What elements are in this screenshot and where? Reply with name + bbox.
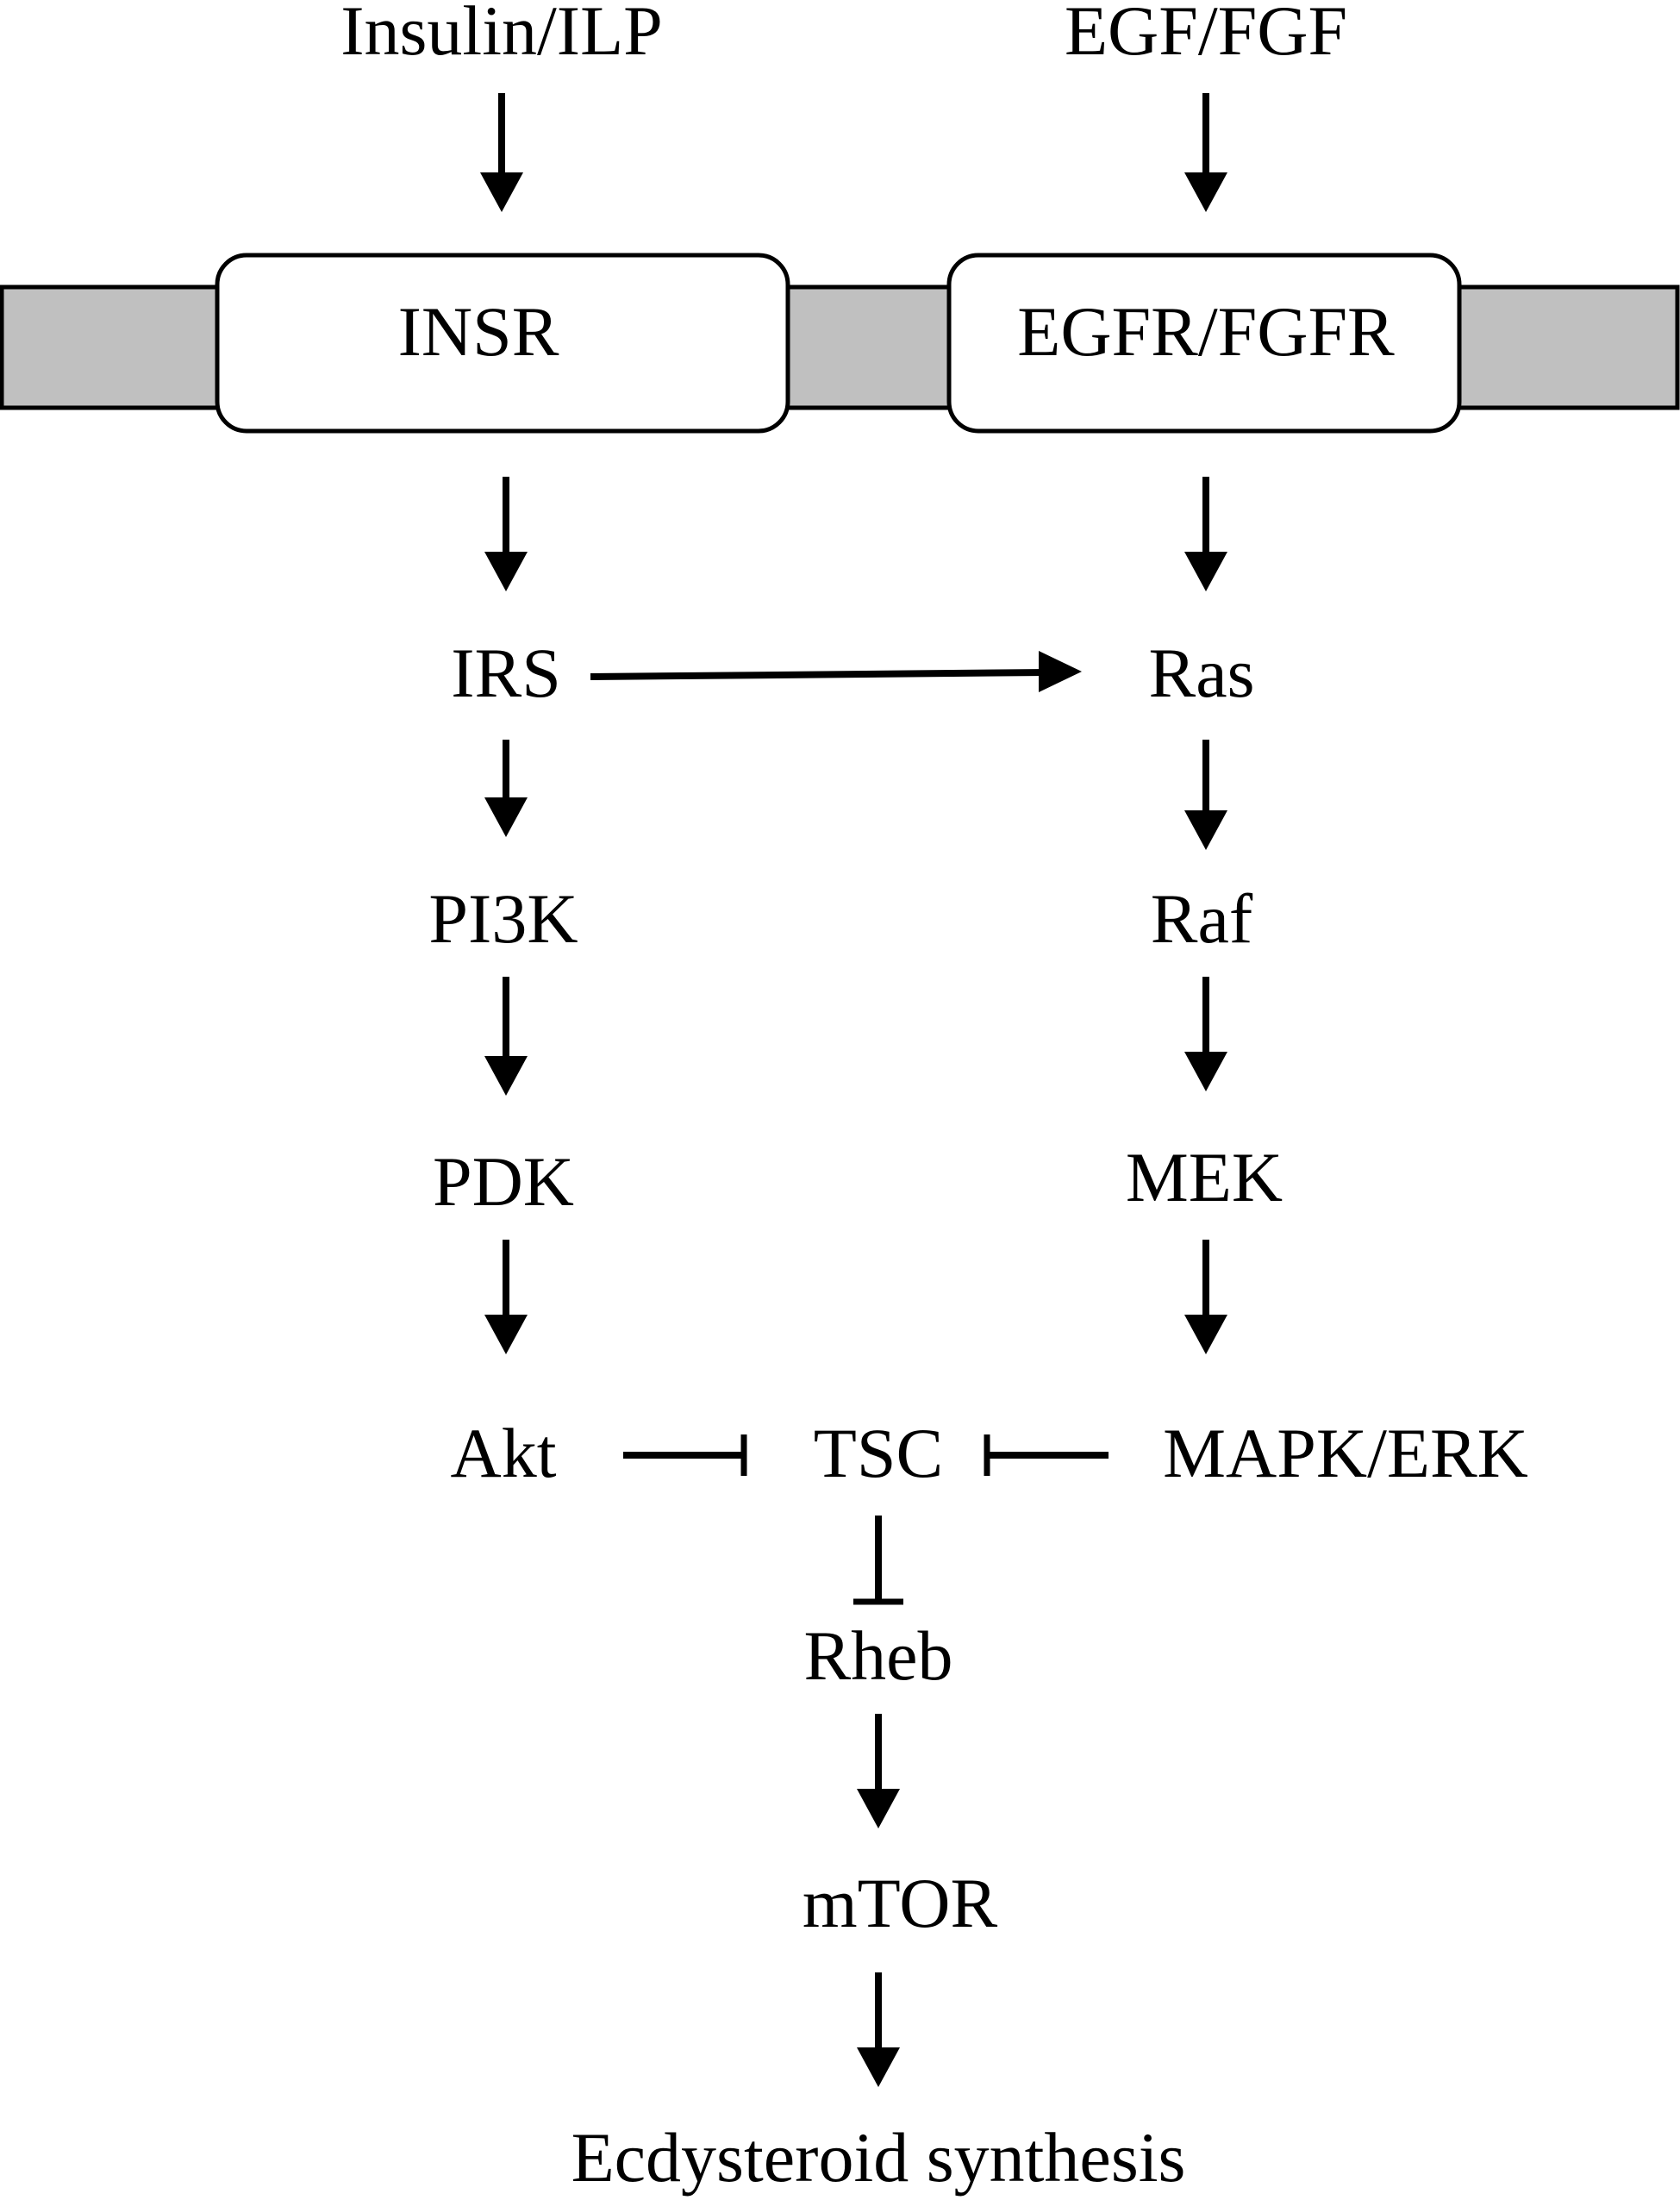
node-egfr-fgfr: EGFR/FGFR [1017,292,1395,371]
arrowhead-pdk-to-akt [484,1315,528,1354]
node-mtor: mTOR [803,1864,998,1942]
node-labels: Insulin/ILP EGF/FGF INSR EGFR/FGFR IRS R… [340,0,1528,2197]
node-insr: INSR [398,292,559,371]
node-pi3k: PI3K [428,879,578,958]
node-irs: IRS [451,634,561,712]
arrowhead-ras-to-raf [1184,810,1227,850]
arrowhead-insr-to-irs [484,552,528,591]
node-ras: Ras [1149,634,1255,712]
node-tsc: TSC [814,1414,943,1492]
node-mek: MEK [1126,1138,1283,1216]
arrowhead-mtor-to-ecdysteroid [857,2047,900,2087]
arrowhead-raf-to-mek [1184,1052,1227,1091]
node-raf: Raf [1151,879,1253,958]
egfr-fgfr-receptor-box [946,253,1462,434]
arrowhead-egfr-to-ras [1184,552,1227,591]
arrowhead-irs-to-pi3k [484,797,528,837]
arrowhead-egf-to-egfr [1184,172,1227,212]
node-mapk-erk: MAPK/ERK [1163,1414,1528,1492]
inhibition-edges [623,1434,1109,1605]
node-egf-fgf: EGF/FGF [1065,0,1347,70]
arrowhead-mek-to-mapk [1184,1315,1227,1354]
arrowhead-pi3k-to-pdk [484,1056,528,1096]
node-rheb: Rheb [803,1616,952,1695]
node-pdk: PDK [433,1142,574,1221]
node-akt: Akt [451,1414,557,1492]
activation-edges [480,93,1227,2087]
node-ecdysteroid-synthesis: Ecdysteroid synthesis [571,2118,1186,2197]
insr-receptor-box [215,253,790,434]
node-insulin-ilp: Insulin/ILP [340,0,663,70]
arrowhead-rheb-to-mtor [857,1789,900,1828]
arrowhead-irs-to-ras [1039,651,1082,692]
arrowhead-insulin-to-insr [480,172,523,212]
edge-irs-to-ras [590,669,1048,680]
